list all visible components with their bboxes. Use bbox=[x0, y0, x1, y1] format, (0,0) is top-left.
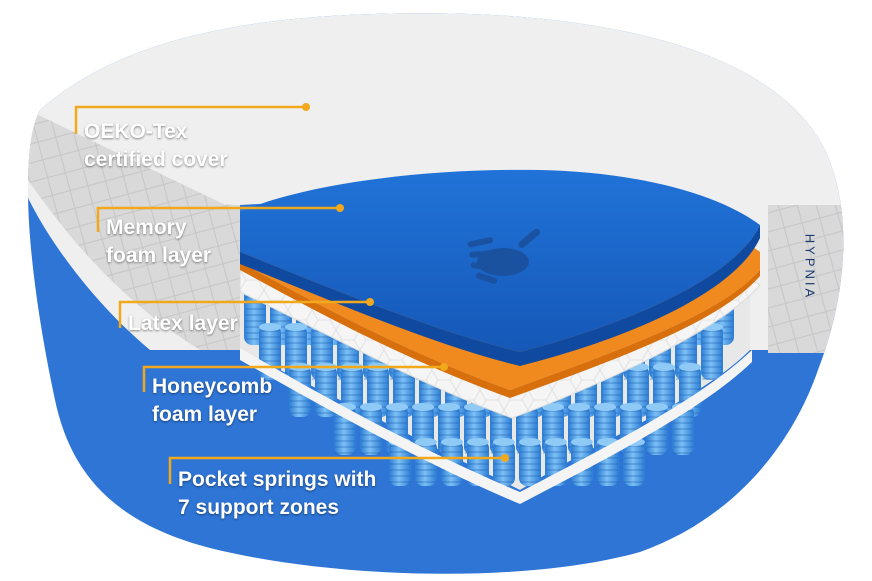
brand-name: HYPNIA bbox=[802, 233, 818, 301]
label-latex-line1: Latex layer bbox=[128, 312, 238, 335]
label-springs-line1: Pocket springs with bbox=[178, 468, 377, 491]
leader-dots bbox=[302, 103, 509, 462]
brand-logo: HYPNIA bbox=[790, 212, 830, 322]
label-memory-foam: Memory foam layer bbox=[106, 214, 211, 270]
label-memory-line1: Memory bbox=[106, 216, 187, 239]
label-springs-line2: 7 support zones bbox=[178, 496, 340, 519]
leader-lines bbox=[74, 105, 505, 484]
label-cover-line2: certified cover bbox=[84, 148, 228, 171]
label-latex: Latex layer bbox=[128, 310, 238, 338]
label-springs: Pocket springs with 7 support zones bbox=[178, 466, 376, 522]
spring-coil bbox=[493, 438, 515, 486]
hand-print-icon bbox=[467, 228, 540, 284]
label-honeycomb: Honeycomb foam layer bbox=[152, 373, 272, 429]
label-cover-line1: OEKO-Tex bbox=[84, 120, 188, 143]
label-cover: OEKO-Tex certified cover bbox=[84, 118, 228, 174]
label-honeycomb-line1: Honeycomb bbox=[152, 375, 273, 398]
spring-coil bbox=[519, 438, 541, 486]
label-memory-line2: foam layer bbox=[106, 244, 212, 267]
spring-coil bbox=[701, 323, 723, 380]
label-honeycomb-line2: foam layer bbox=[152, 403, 258, 426]
